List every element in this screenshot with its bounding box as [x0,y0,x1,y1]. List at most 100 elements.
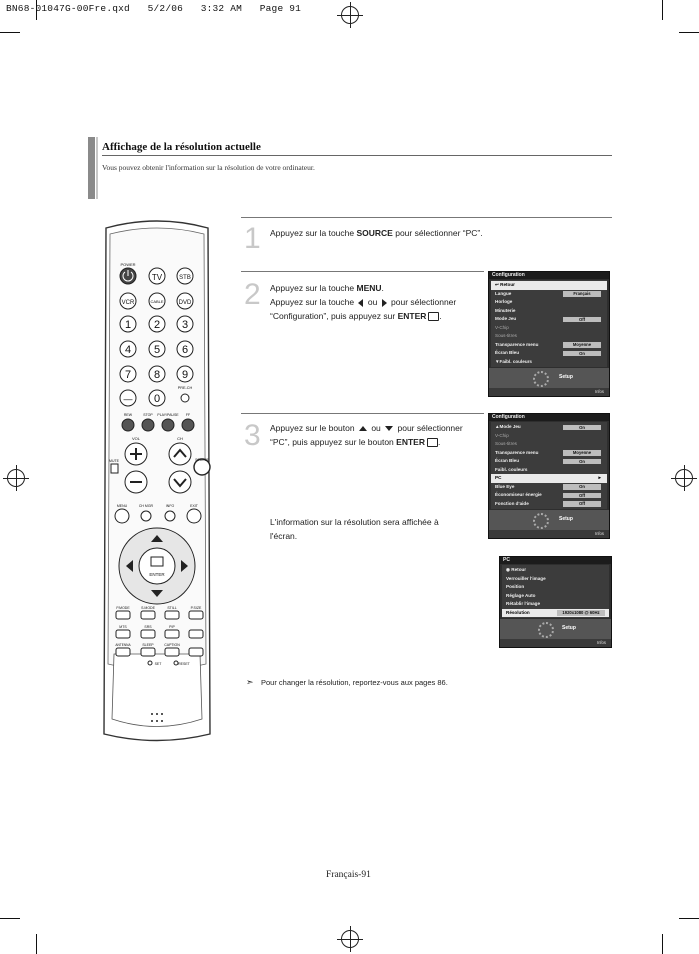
remote-row1-label: S.MODE [141,606,155,610]
osd-row: PC► [491,474,607,483]
remote-row2-label: SRS [144,625,152,629]
osd-row: Sous-titres [495,441,517,446]
remote-vcr-label: VCR [122,300,135,306]
gear-icon [533,371,549,387]
osd-footer: Setup [489,510,609,530]
remote-zero-label: 0 [154,393,160,405]
remote-tv-label: TV [152,273,163,282]
step-rule [241,413,484,414]
remote-row1-label: STILL [167,606,176,610]
osd-row: V-Chip [495,324,509,330]
osd-info: Infos [489,530,609,538]
remote-digit: 4 [125,344,131,356]
right-arrow-icon [381,298,387,307]
remote-rew-label: REW [124,413,133,417]
remote-reset-label: RESET [178,662,191,666]
remote-ch-label: CH [177,436,183,441]
crop-mark [679,918,699,919]
print-slug: BN68-01047G-00Fre.qxd 5/2/06 3:32 AM Pag… [6,3,302,14]
crop-mark [679,32,699,33]
remote-control-illustration: POWER TV STB VCR CABLE DVD 1 2 3 4 5 6 7… [103,220,211,742]
section-bar-accent [96,137,98,199]
remote-digit: 6 [182,344,188,356]
osd-row: Position [506,584,525,589]
remote-set-label: SET [155,662,163,666]
remote-vol-label: VOL [132,436,141,441]
crop-mark [662,934,663,954]
osd-footer: Setup [489,368,609,388]
remote-row2-label: PIP [169,625,175,629]
return-icon: ↩ [495,282,501,287]
osd-menu: ◉ Retour Verrouiller l'image Position Ré… [502,565,609,618]
note-arrow-icon: ➣ [246,677,254,687]
remote-stb-label: STB [179,275,191,281]
remote-prech-label: PRE-CH [178,386,193,390]
registration-mark [337,926,363,952]
remote-info-label: INFO [166,504,175,508]
osd-row-arrow: ► [597,475,602,480]
registration-mark [3,465,29,491]
return-icon: ◉ [506,567,512,572]
remote-play-label: PLAY/PAUSE [157,413,179,417]
osd-header: PC [500,557,611,564]
remote-row3-label: ANTENNA [115,643,131,647]
remote-source-label: SOURCE [195,458,209,462]
remote-menu-label: MENU [117,504,128,508]
osd-row: Verrouiller l'image [506,575,546,581]
remote-cable-label: CABLE [150,299,163,304]
remote-digit: 3 [182,319,188,331]
remote-exit-label: EXIT [190,504,199,508]
step-number: 2 [244,278,261,311]
osd-row: Minuterie [495,307,516,313]
osd-row: Faibl. couleurs [495,466,528,472]
osd-row: Sous-titres [495,333,517,338]
remote-digit: 2 [154,319,160,331]
osd-row: Rétablir l'image [506,601,541,606]
osd-header: Configuration [489,272,609,279]
crop-mark [36,934,37,954]
step-3-extra: L'information sur la résolution sera aff… [270,517,439,541]
registration-mark [671,465,697,491]
remote-digit: 9 [182,369,188,381]
up-arrow-icon [358,426,367,432]
remote-chmgr-label: CH MGR [139,504,154,508]
remote-row2-label: MTS [119,625,127,629]
gear-icon [533,513,549,529]
section-rule [102,155,612,156]
osd-row: ↩ Retour [491,281,607,290]
remote-dvd-label: DVD [179,300,192,306]
remote-power-label: POWER [120,262,135,267]
left-arrow-icon [358,298,364,307]
remote-row3-label: CAPTION [164,643,180,647]
remote-digit: 1 [125,319,131,331]
osd-info: Infos [489,388,609,396]
remote-digit: 7 [125,369,131,381]
step-3-text: Appuyez sur le bouton ou pour sélectionn… [270,423,463,448]
crop-mark [0,918,20,919]
remote-stop-label: STOP [143,413,153,417]
note-text: Pour changer la résolution, reportez-vou… [261,678,448,687]
step-rule [241,271,484,272]
section-title: Affichage de la résolution actuelle [102,141,261,153]
step-2-text: Appuyez sur la touche MENU. Appuyez sur … [270,283,457,322]
step-number: 1 [244,222,261,255]
down-arrow-icon [385,426,394,432]
remote-row1-label: P.MODE [116,606,130,610]
osd-row: ◉ Retour [506,567,527,572]
step-1-text: Appuyez sur la touche SOURCE pour sélect… [270,228,483,238]
section-description: Vous pouvez obtenir l'information sur la… [102,163,315,172]
step-number: 3 [244,419,261,452]
